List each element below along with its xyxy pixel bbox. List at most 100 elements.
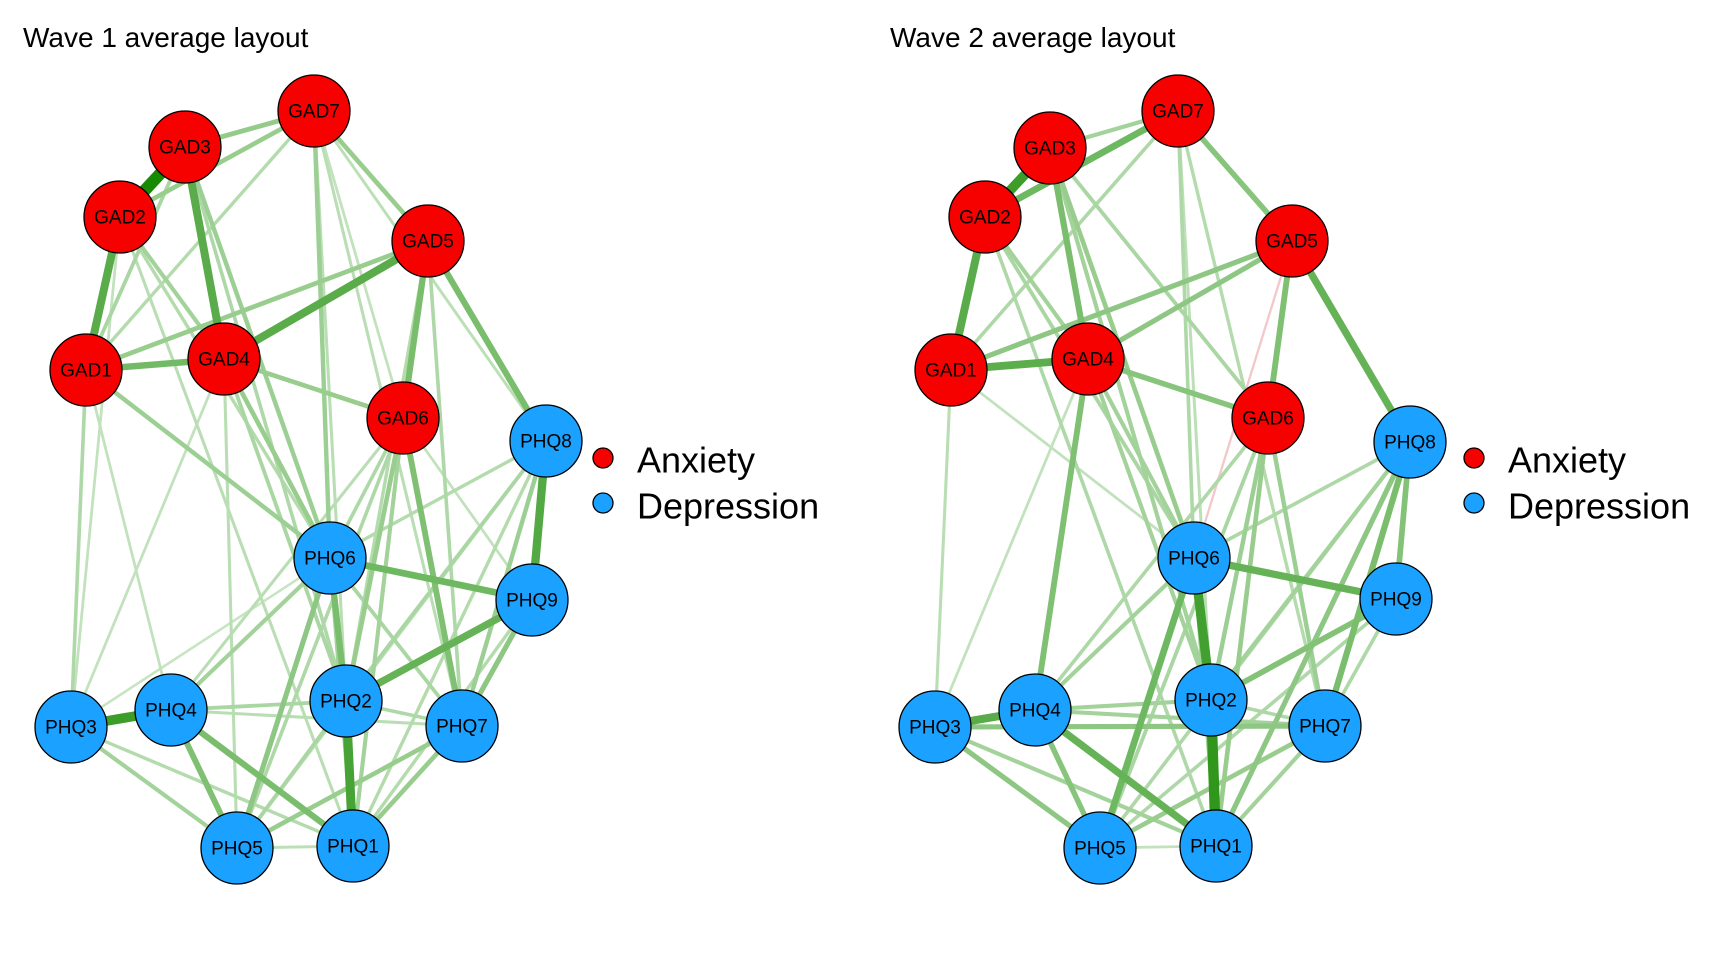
panel-wave1: Wave 1 average layout GAD1GAD2GAD3GAD4GA…: [23, 22, 819, 885]
edge-gad4-phq5: [222, 358, 239, 849]
node-phq6[interactable]: PHQ6: [293, 521, 367, 595]
node-gad6[interactable]: GAD6: [1231, 381, 1305, 455]
node-gad1[interactable]: GAD1: [49, 333, 123, 407]
node-phq1[interactable]: PHQ1: [316, 809, 390, 883]
node-label: PHQ1: [1190, 837, 1242, 858]
node-label: PHQ3: [909, 718, 961, 739]
legend-anxiety-marker-icon: [1463, 447, 1485, 469]
edge-phq3-gad4: [933, 358, 1090, 728]
edge-gad4-phq4: [1032, 358, 1091, 711]
node-circle: [495, 563, 569, 637]
node-phq8[interactable]: PHQ8: [1373, 405, 1447, 479]
edge-gad5-gad1: [85, 238, 429, 373]
node-phq6[interactable]: PHQ6: [1157, 521, 1231, 595]
node-circle: [1051, 322, 1125, 396]
node-circle: [1013, 111, 1087, 185]
edge-phq3-phq6: [70, 556, 331, 729]
node-gad1[interactable]: GAD1: [914, 333, 988, 407]
edge-gad6-phq1: [1213, 417, 1271, 847]
node-label: GAD3: [159, 138, 211, 159]
node-label: GAD6: [1242, 409, 1294, 430]
edge-gad2-phq3: [69, 216, 122, 728]
edge-gad4-phq2: [1086, 358, 1213, 701]
edge-gad3-gad1: [84, 146, 187, 371]
node-phq7[interactable]: PHQ7: [1288, 689, 1362, 763]
node-circle: [366, 381, 440, 455]
node-gad6[interactable]: GAD6: [366, 381, 440, 455]
legend-depression-label: Depression: [637, 486, 819, 527]
node-gad5[interactable]: GAD5: [1255, 204, 1329, 278]
node-gad7[interactable]: GAD7: [277, 74, 351, 148]
node-label: PHQ2: [320, 692, 372, 713]
node-circle: [83, 180, 157, 254]
node-phq4[interactable]: PHQ4: [998, 673, 1072, 747]
node-phq3[interactable]: PHQ3: [898, 690, 972, 764]
edge-gad6-phq9: [401, 417, 534, 601]
node-circle: [948, 180, 1022, 254]
node-phq3[interactable]: PHQ3: [34, 690, 108, 764]
node-label: GAD4: [198, 350, 250, 371]
edge-gad6-phq4: [1033, 416, 1270, 712]
node-phq9[interactable]: PHQ9: [495, 563, 569, 637]
node-label: GAD1: [60, 361, 112, 382]
node-phq8[interactable]: PHQ8: [509, 404, 583, 478]
node-gad5[interactable]: GAD5: [391, 204, 465, 278]
edge-phq8-phq6: [1193, 440, 1411, 560]
node-phq1[interactable]: PHQ1: [1179, 809, 1253, 883]
edge-gad1-phq3: [69, 369, 88, 728]
node-gad2[interactable]: GAD2: [83, 180, 157, 254]
legend-anxiety-label: Anxiety: [637, 440, 755, 481]
edge-gad3-phq2: [1048, 147, 1213, 701]
node-gad4[interactable]: GAD4: [1051, 322, 1125, 396]
node-label: PHQ2: [1185, 691, 1237, 712]
edge-phq6-phq4: [1033, 556, 1196, 712]
edge-gad6-phq4: [169, 417, 405, 711]
node-phq7[interactable]: PHQ7: [425, 689, 499, 763]
node-gad3[interactable]: GAD3: [1013, 111, 1087, 185]
edge-gad7-phq6: [1176, 110, 1196, 559]
node-gad4[interactable]: GAD4: [187, 322, 261, 396]
node-phq4[interactable]: PHQ4: [134, 673, 208, 747]
node-label: PHQ4: [1009, 701, 1061, 722]
node-circle: [391, 204, 465, 278]
edge-gad3-gad6: [1048, 146, 1270, 420]
node-phq2[interactable]: PHQ2: [309, 664, 383, 738]
edge-gad7-phq6: [311, 110, 333, 559]
node-label: PHQ9: [1370, 590, 1422, 611]
node-label: GAD4: [1062, 350, 1114, 371]
node-circle: [187, 322, 261, 396]
node-circle: [200, 811, 274, 885]
node-circle: [277, 74, 351, 148]
panel-wave2: Wave 2 average layout GAD1GAD2GAD3GAD4GA…: [890, 22, 1690, 885]
node-phq5[interactable]: PHQ5: [200, 811, 274, 885]
node-label: PHQ9: [506, 591, 558, 612]
panel-title-wave1: Wave 1 average layout: [23, 22, 309, 53]
node-label: GAD5: [402, 232, 454, 253]
node-phq5[interactable]: PHQ5: [1063, 811, 1137, 885]
legend-depression-label: Depression: [1508, 486, 1690, 527]
edge-gad1-phq4: [84, 369, 173, 711]
node-phq9[interactable]: PHQ9: [1359, 562, 1433, 636]
node-circle: [1255, 204, 1329, 278]
node-gad2[interactable]: GAD2: [948, 180, 1022, 254]
node-label: GAD3: [1024, 139, 1076, 160]
edge-gad4-gad5: [1086, 238, 1294, 362]
node-gad3[interactable]: GAD3: [148, 110, 222, 184]
node-circle: [898, 690, 972, 764]
edge-phq4-phq1: [1032, 707, 1219, 849]
legend-wave1: Anxiety Depression: [592, 440, 819, 527]
node-label: GAD2: [94, 208, 146, 229]
node-circle: [316, 809, 390, 883]
legend-anxiety-marker-icon: [592, 447, 614, 469]
node-label: PHQ3: [45, 718, 97, 739]
edge-gad1-gad5: [950, 238, 1293, 373]
node-label: PHQ1: [327, 837, 379, 858]
edge-phq6-phq5: [1096, 556, 1198, 850]
edge-phq8-phq2: [1209, 440, 1412, 702]
node-circle: [134, 673, 208, 747]
node-label: GAD1: [925, 361, 977, 382]
edge-phq3-phq1: [70, 725, 354, 848]
node-gad7[interactable]: GAD7: [1141, 74, 1215, 148]
node-phq2[interactable]: PHQ2: [1174, 663, 1248, 737]
